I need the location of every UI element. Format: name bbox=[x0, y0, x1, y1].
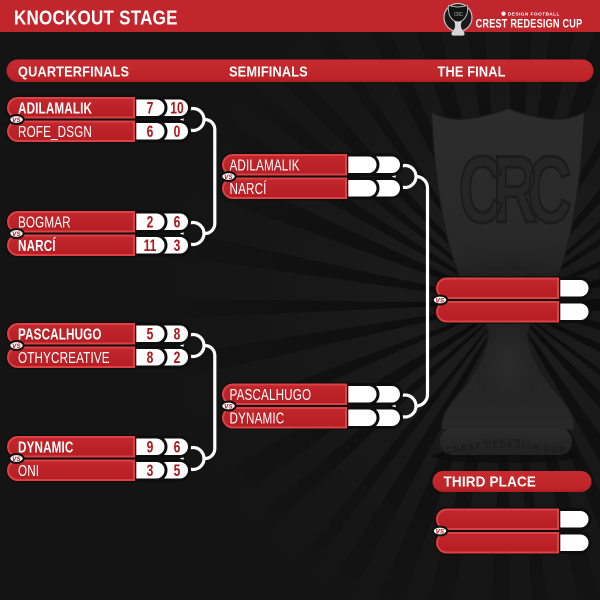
vs-badge bbox=[8, 114, 25, 125]
team-name: OTHYCREATIVE bbox=[18, 348, 110, 366]
connector-qf3-qf4 bbox=[204, 343, 217, 461]
team-name: DYNAMIC bbox=[18, 438, 74, 456]
vs-label: vs bbox=[12, 454, 21, 463]
score-leg1: 3 bbox=[147, 462, 154, 480]
vs-label: vs bbox=[224, 402, 233, 411]
round-label-semifinals: SEMIFINALS bbox=[229, 62, 308, 79]
vs-label: vs bbox=[436, 296, 445, 305]
match-semifinal-1: ADILAMALIK NARCÍ vs bbox=[220, 153, 403, 200]
score-leg2: 3 bbox=[174, 237, 181, 255]
team-name: ROFE_DSGN bbox=[18, 122, 92, 140]
connector-sf1-sf2 bbox=[415, 174, 430, 408]
trophy-engraving-small: DESIGN FOOTBALL bbox=[481, 437, 531, 443]
trophy-base bbox=[440, 428, 572, 455]
team-name: NARCÍ bbox=[230, 179, 267, 197]
team-bar bbox=[436, 301, 559, 323]
vs-badge bbox=[431, 525, 449, 537]
score-leg1: 6 bbox=[147, 123, 154, 141]
team-name: PASCALHUGO bbox=[230, 385, 312, 403]
top-header: KNOCKOUT STAGE CRC DESIGN FOOTBALL CREST… bbox=[0, 0, 600, 36]
match-quarterfinal-2: BOGMAR NARCÍ 2 6 11 3 vs bbox=[8, 212, 191, 256]
brand-small-label: DESIGN FOOTBALL bbox=[508, 11, 560, 17]
round-label-final: THE FINAL bbox=[438, 62, 506, 79]
round-headers: QUARTERFINALS SEMIFINALS THE FINAL bbox=[6, 59, 594, 82]
score-leg1: 9 bbox=[147, 439, 154, 457]
ring-qf4 bbox=[180, 445, 206, 472]
team-bar bbox=[436, 532, 559, 554]
team-name: ADILAMALIK bbox=[18, 99, 92, 117]
match-quarterfinal-3: PASCALHUGO OTHYCREATIVE 5 8 8 2 vs bbox=[8, 324, 191, 368]
round-headers-bar bbox=[6, 59, 594, 82]
score-leg1: 2 bbox=[147, 214, 154, 232]
vs-label: vs bbox=[436, 527, 445, 536]
score-pill bbox=[556, 277, 592, 300]
team-name: DYNAMIC bbox=[230, 409, 285, 427]
score-leg1: 5 bbox=[147, 326, 154, 344]
round-label-third-place: THIRD PLACE bbox=[444, 474, 537, 491]
score-leg2: 2 bbox=[174, 349, 181, 367]
header-band bbox=[0, 0, 600, 32]
vs-badge bbox=[8, 453, 25, 464]
team-name: ONI bbox=[18, 461, 39, 479]
match-third-place: vs bbox=[431, 508, 592, 554]
team-bar bbox=[436, 508, 559, 530]
score-pill-leg1 bbox=[344, 153, 380, 176]
connector-qf1-qf2 bbox=[204, 117, 217, 236]
match-quarterfinal-1: ADILAMALIK ROFE_DSGN 7 10 6 0 vs bbox=[8, 98, 191, 142]
brand-dot-icon bbox=[501, 11, 506, 16]
round-label-quarterfinals: QUARTERFINALS bbox=[18, 62, 129, 79]
vs-label: vs bbox=[12, 229, 21, 238]
match-quarterfinal-4: DYNAMIC ONI 9 6 3 5 vs bbox=[8, 437, 191, 481]
vs-label: vs bbox=[224, 172, 233, 181]
bracket-connectors bbox=[180, 106, 430, 472]
score-leg2: 0 bbox=[174, 123, 181, 141]
team-name: NARCÍ bbox=[18, 236, 56, 254]
ring-sf2 bbox=[392, 393, 418, 419]
third-place-bar bbox=[432, 471, 592, 492]
score-leg1: 8 bbox=[147, 349, 154, 367]
logo-emblem-shield bbox=[447, 4, 469, 24]
score-pill-leg1 bbox=[344, 383, 380, 406]
vs-badge bbox=[220, 171, 237, 182]
vs-badge bbox=[8, 340, 25, 351]
score-leg1: 7 bbox=[147, 100, 154, 118]
team-name: PASCALHUGO bbox=[18, 325, 102, 343]
vs-label: vs bbox=[12, 115, 21, 124]
score-pill bbox=[556, 300, 592, 323]
trophy-monogram: CRC bbox=[459, 135, 571, 242]
ring-sf1 bbox=[392, 163, 418, 190]
ring-qf2 bbox=[180, 220, 206, 247]
vs-label: vs bbox=[12, 341, 21, 350]
score-leg2: 8 bbox=[174, 326, 181, 344]
ring-qf1 bbox=[180, 106, 206, 133]
vs-badge bbox=[431, 294, 449, 306]
vs-badge bbox=[220, 400, 237, 412]
score-leg2: 6 bbox=[174, 214, 181, 232]
match-semifinal-2: PASCALHUGO DYNAMIC vs bbox=[220, 383, 403, 429]
score-pill-leg1 bbox=[344, 406, 380, 429]
score-leg2: 5 bbox=[174, 462, 181, 480]
brand-name-label: CREST REDESIGN CUP bbox=[476, 17, 583, 31]
match-final: vs bbox=[431, 277, 592, 323]
score-leg2: 6 bbox=[174, 439, 181, 457]
score-pill bbox=[556, 508, 592, 531]
vs-badge bbox=[8, 228, 25, 239]
score-pill-leg1 bbox=[344, 177, 380, 200]
logo-emblem-monogram: CRC bbox=[454, 12, 464, 18]
team-bar bbox=[436, 277, 559, 299]
page-title: KNOCKOUT STAGE bbox=[14, 6, 178, 29]
team-name: ADILAMALIK bbox=[230, 156, 301, 174]
score-leg1: 11 bbox=[144, 237, 157, 255]
third-place-header: THIRD PLACE bbox=[432, 471, 592, 492]
score-leg2: 10 bbox=[170, 100, 183, 118]
ring-qf3 bbox=[180, 332, 206, 359]
competition-logo: CRC DESIGN FOOTBALL CREST REDESIGN CUP bbox=[443, 2, 583, 36]
team-name: BOGMAR bbox=[18, 213, 71, 231]
logo-emblem-trophy bbox=[451, 20, 465, 36]
score-pill bbox=[556, 531, 592, 554]
